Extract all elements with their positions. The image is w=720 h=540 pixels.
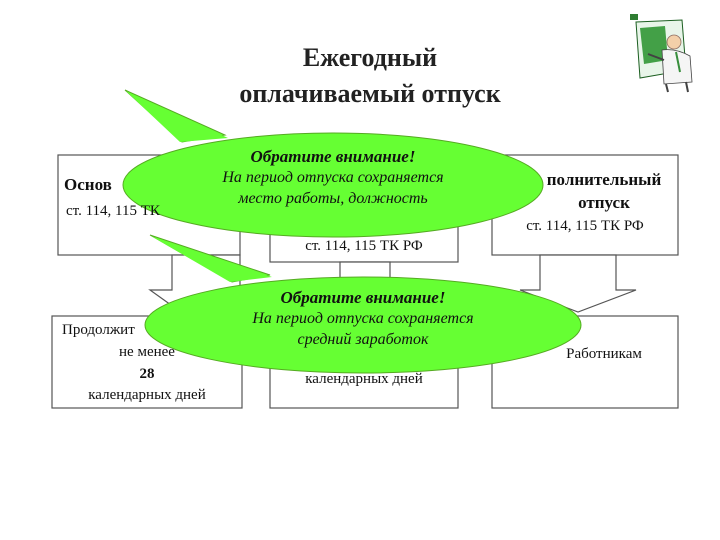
callout-2-line1: На период отпуска сохраняется xyxy=(252,310,474,327)
box-bottom-left-number: 28 xyxy=(139,366,155,382)
callout-1-line2: место работы, должность xyxy=(238,190,428,207)
box-bottom-right-line1: Работникам xyxy=(566,346,642,362)
box-bottom-middle-line1: календарных дней xyxy=(305,371,423,387)
box-bottom-left-line3: календарных дней xyxy=(88,387,206,403)
arrow-right xyxy=(519,254,637,313)
box-bottom-left-line2: не менее xyxy=(119,344,175,360)
box-bottom-left-line1: Продолжит xyxy=(62,322,135,338)
callout-1-line1: На период отпуска сохраняется xyxy=(222,169,444,186)
box-top-right-title-2: отпуск xyxy=(578,193,630,212)
title-line-2: оплачиваемый отпуск xyxy=(239,79,501,108)
callout-1-heading: Обратите внимание! xyxy=(250,147,416,166)
box-top-left-ref: ст. 114, 115 ТК xyxy=(66,203,160,219)
box-top-middle-ref: ст. 114, 115 ТК РФ xyxy=(305,238,423,254)
teacher-at-board-icon xyxy=(630,14,693,93)
callout-2-heading: Обратите внимание! xyxy=(280,288,446,307)
box-top-right-title-1: полнительный xyxy=(546,170,662,189)
box-top-right-ref: ст. 114, 115 ТК РФ xyxy=(526,218,644,234)
callout-1-bubble xyxy=(122,132,544,238)
box-top-left-title: Основ xyxy=(64,175,112,194)
callout-2-line2: средний заработок xyxy=(297,331,429,348)
page-title: Ежегодный оплачиваемый отпуск xyxy=(200,40,540,112)
title-line-1: Ежегодный xyxy=(302,43,438,72)
callout-2-bubble xyxy=(144,276,582,374)
